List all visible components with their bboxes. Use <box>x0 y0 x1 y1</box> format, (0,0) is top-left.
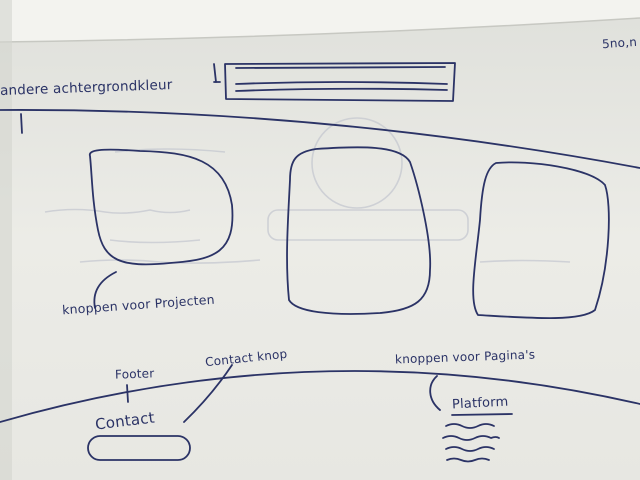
corner-note: 5no,n <box>601 34 638 52</box>
project-button-1[interactable] <box>89 148 234 266</box>
paper-fold-line <box>0 17 640 43</box>
contact-pointer-line <box>183 364 233 423</box>
top-bar-sketch <box>213 62 456 102</box>
platform-text[interactable]: Platform <box>451 394 509 413</box>
header-divider <box>0 109 640 169</box>
footer-tick <box>126 384 129 403</box>
platform-wavy-lines <box>442 413 513 463</box>
project-button-2[interactable] <box>286 146 432 315</box>
platform-pointer <box>429 375 441 411</box>
header-tick <box>20 113 23 134</box>
project-button-3[interactable] <box>472 161 610 320</box>
paper-left-shadow <box>0 0 12 480</box>
footer-label: Footer <box>114 366 155 382</box>
footer-divider <box>0 370 640 423</box>
project-pointer-line <box>93 271 117 309</box>
contact-button-sketch[interactable] <box>87 435 191 461</box>
paper-top-edge <box>0 0 640 42</box>
